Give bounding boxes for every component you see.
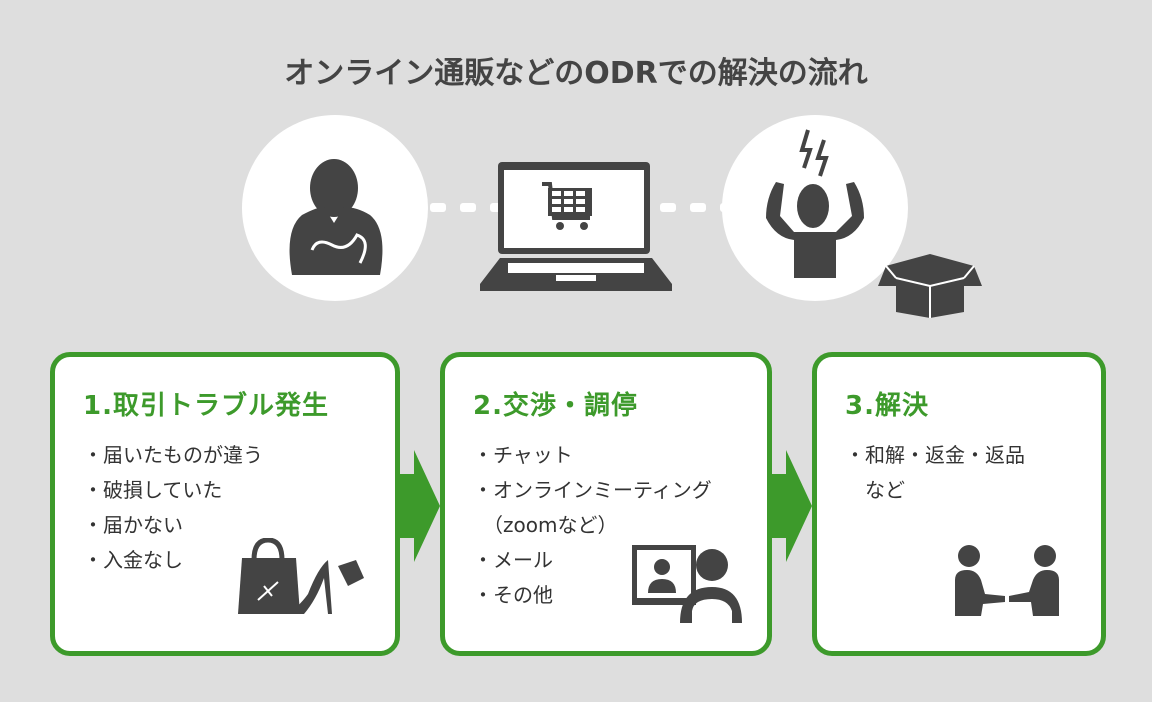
- list-item: ・その他: [473, 583, 553, 607]
- list-item: ・破損していた: [83, 478, 223, 502]
- list-item: ・入金なし: [83, 548, 183, 572]
- list-item: ・オンラインミーティング: [473, 478, 712, 502]
- step-2-box: 2.交渉・調停 ・チャット ・オンラインミーティング （zoomなど） ・メール…: [440, 352, 772, 656]
- connector-dots-right: [660, 203, 736, 213]
- video-call-icon: [632, 545, 742, 623]
- list-item: ・届いたものが違う: [83, 443, 263, 467]
- list-item: ・和解・返金・返品: [845, 443, 1025, 467]
- list-item: ・メール: [473, 548, 553, 572]
- laptop-cart-icon: [480, 162, 672, 291]
- step-1-box: 1.取引トラブル発生 ・届いたものが違う ・破損していた ・届かない ・入金なし: [50, 352, 400, 656]
- frustrated-person-icon: [766, 129, 864, 278]
- damaged-box-icon: [878, 254, 982, 318]
- step-3-heading: 3.解決: [845, 391, 929, 421]
- list-item: ・チャット: [473, 443, 573, 467]
- handshake-icon: [955, 545, 1059, 616]
- person-icon: [289, 159, 383, 275]
- list-item: （zoomなど）: [473, 513, 618, 537]
- step-2-heading: 2.交渉・調停: [473, 391, 638, 421]
- bag-shoe-icon: [238, 538, 364, 614]
- step-1-heading: 1.取引トラブル発生: [83, 391, 329, 421]
- page-title: オンライン通販などのODRでの解決の流れ: [284, 56, 868, 91]
- list-item: ・届かない: [83, 513, 183, 537]
- list-item: など: [845, 478, 905, 502]
- arrow-step-1-to-2: [398, 450, 440, 566]
- arrow-step-2-to-3: [770, 450, 812, 566]
